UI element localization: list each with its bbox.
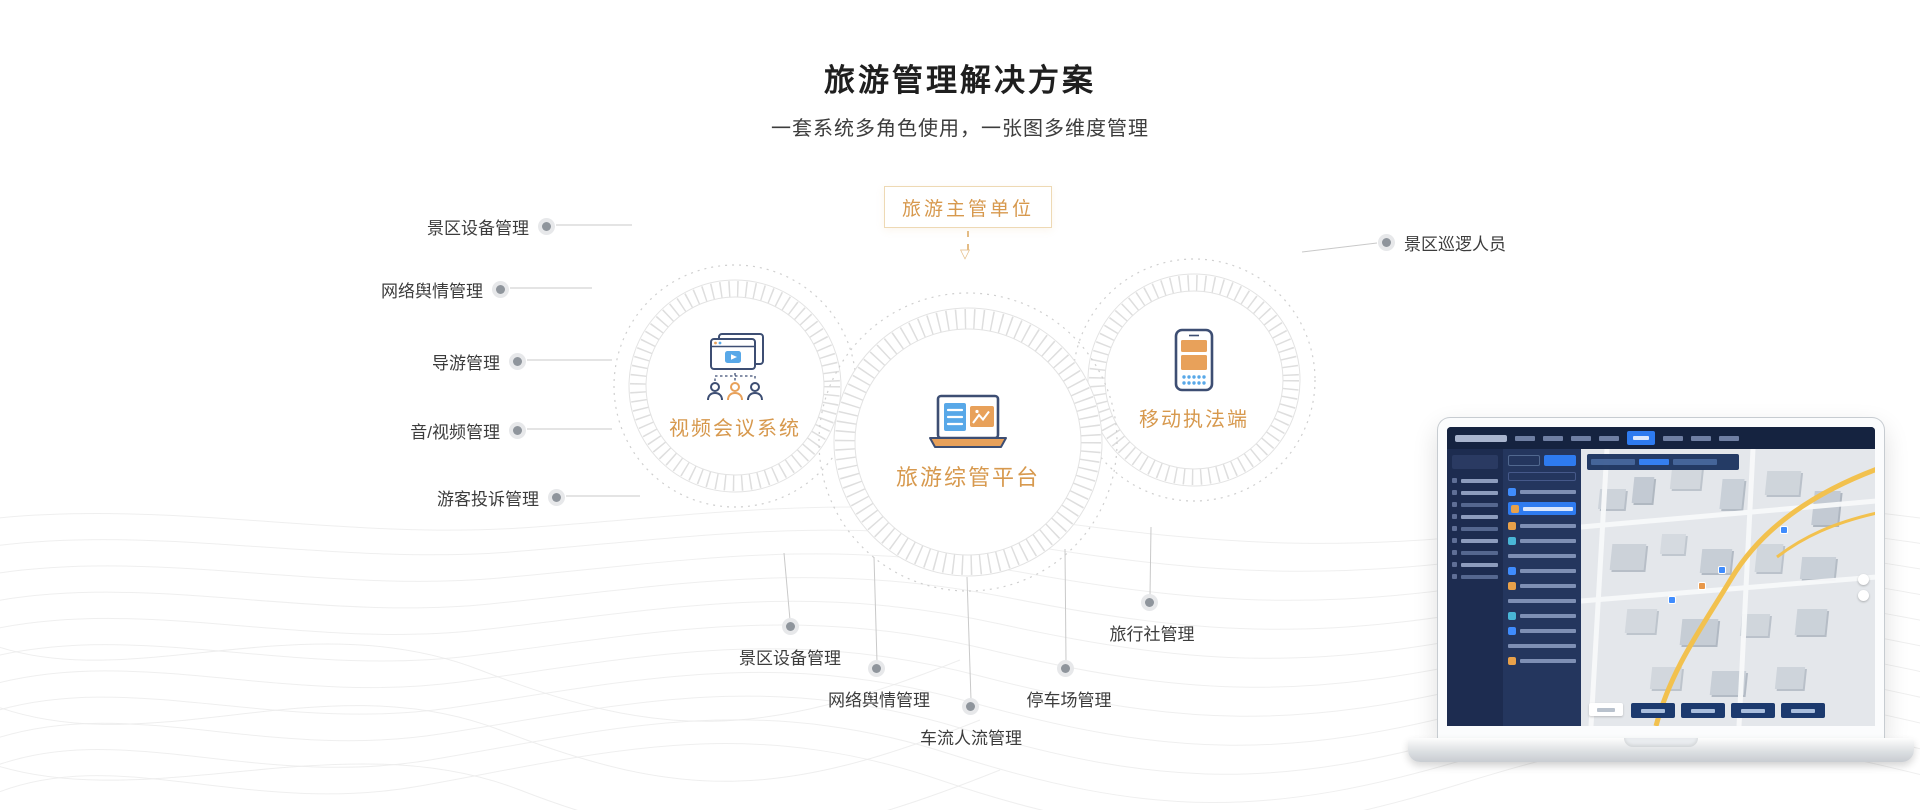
dashboard-nav-item (1719, 435, 1739, 441)
circle-label-video: 视频会议系统 (669, 418, 801, 440)
circle-platform: 旅游综管平台 (818, 292, 1118, 592)
laptop-screen (1438, 418, 1884, 740)
map-bottom-button (1781, 703, 1825, 718)
dashboard-navbar (1447, 427, 1875, 449)
video-conference-icon (697, 331, 773, 403)
feature-label-left-1: 景区设备管理 (427, 214, 551, 239)
authority-dashed-line (967, 231, 969, 250)
map-filter-bar (1587, 454, 1739, 470)
panel-list-item (1508, 536, 1576, 545)
mobile-device-icon (1171, 328, 1217, 394)
laptop-mockup (1408, 418, 1914, 762)
feature-label-text: 网络舆情管理 (381, 282, 483, 301)
sidebar-menu-row (1452, 562, 1498, 567)
dashboard-list-panel (1503, 449, 1581, 726)
panel-list-item (1508, 641, 1576, 650)
feature-label-bottom-5: 旅行社管理 (1109, 625, 1195, 644)
feature-label-left-3: 导游管理 (432, 349, 522, 374)
panel-list-item (1508, 611, 1576, 620)
map-roads (1581, 449, 1875, 726)
connector-dot (1145, 598, 1154, 607)
feature-label-bottom-1: 景区设备管理 (739, 649, 841, 668)
panel-list-item (1508, 656, 1576, 665)
dashboard-nav-item (1663, 435, 1683, 441)
panel-list-item-selected (1508, 502, 1576, 515)
panel-list-item (1508, 521, 1576, 530)
dashboard-screenshot (1447, 427, 1875, 726)
feature-label-right-1: 景区巡逻人员 (1382, 230, 1506, 255)
feature-label-text: 音/视频管理 (410, 423, 500, 442)
connector-dot (872, 664, 881, 673)
feature-label-left-4: 音/视频管理 (410, 418, 522, 443)
dashboard-nav-item (1599, 435, 1619, 441)
sidebar-menu-row (1452, 574, 1498, 579)
panel-search (1508, 472, 1576, 481)
dashboard-logo (1455, 434, 1507, 442)
feature-label-text: 景区设备管理 (427, 219, 529, 238)
feature-label-left-2: 网络舆情管理 (381, 277, 505, 302)
dashboard-sidebar-header (1452, 455, 1498, 469)
dashboard-nav-item-active (1627, 431, 1655, 445)
authority-box: 旅游主管单位 (884, 186, 1052, 228)
feature-label-text: 景区巡逻人员 (1404, 235, 1506, 254)
map-marker (1699, 583, 1705, 589)
page-title: 旅游管理解决方案 (824, 63, 1096, 98)
panel-list-item (1508, 566, 1576, 575)
feature-label-text: 导游管理 (432, 354, 500, 373)
map-layer-button (1589, 703, 1623, 716)
circle-mobile-enforcement: 移动执法端 (1072, 258, 1316, 502)
circle-label-mobile: 移动执法端 (1139, 409, 1249, 431)
down-arrow-icon: ▽ (960, 246, 970, 261)
feature-label-left-5: 游客投诉管理 (437, 485, 561, 510)
dashboard-nav-item (1543, 435, 1563, 441)
panel-list-item (1508, 551, 1576, 560)
dashboard-nav-item (1691, 435, 1711, 441)
circle-label-platform: 旅游综管平台 (895, 464, 1040, 490)
feature-label-bottom-4: 停车场管理 (1026, 691, 1112, 710)
sidebar-menu-row (1452, 514, 1498, 519)
map-bottom-buttons (1631, 703, 1825, 718)
map-marker (1719, 567, 1725, 573)
connector-dot (1382, 238, 1391, 247)
map-marker (1669, 597, 1675, 603)
sidebar-menu-row (1452, 550, 1498, 555)
sidebar-menu-row (1452, 526, 1498, 531)
panel-list-item (1508, 626, 1576, 635)
feature-label-bottom-3: 车流人流管理 (920, 729, 1022, 748)
map-bottom-button (1681, 703, 1725, 718)
panel-list-item (1508, 581, 1576, 590)
laptop-base-notch (1624, 738, 1698, 747)
sidebar-menu-row (1452, 538, 1498, 543)
dashboard-nav-item (1515, 435, 1535, 441)
connector-dot (786, 622, 795, 631)
map-bottom-button (1731, 703, 1775, 718)
connector-dot (513, 357, 522, 366)
panel-list-item (1508, 487, 1576, 496)
dashboard-nav-item (1571, 435, 1591, 441)
platform-laptop-icon (924, 393, 1012, 451)
panel-buttons (1508, 455, 1576, 466)
circle-video-conference: 视频会议系统 (613, 264, 857, 508)
connector-dot (1061, 664, 1070, 673)
sidebar-menu-row (1452, 490, 1498, 495)
sidebar-menu-row (1452, 478, 1498, 483)
connector-dot (552, 493, 561, 502)
map-zoom-controls (1858, 573, 1869, 601)
panel-list-item (1508, 596, 1576, 605)
dashboard-map (1581, 449, 1875, 726)
connector-dot (966, 702, 975, 711)
dashboard-sidebar (1447, 449, 1503, 726)
laptop-base (1408, 738, 1914, 762)
map-marker (1781, 527, 1787, 533)
connector-dot (542, 222, 551, 231)
connector-dot (513, 426, 522, 435)
page-subtitle: 一套系统多角色使用，一张图多维度管理 (771, 118, 1149, 140)
feature-label-text: 游客投诉管理 (437, 490, 539, 509)
map-bottom-button (1631, 703, 1675, 718)
feature-label-bottom-2: 网络舆情管理 (828, 691, 930, 710)
connector-dot (496, 285, 505, 294)
sidebar-menu-row (1452, 502, 1498, 507)
